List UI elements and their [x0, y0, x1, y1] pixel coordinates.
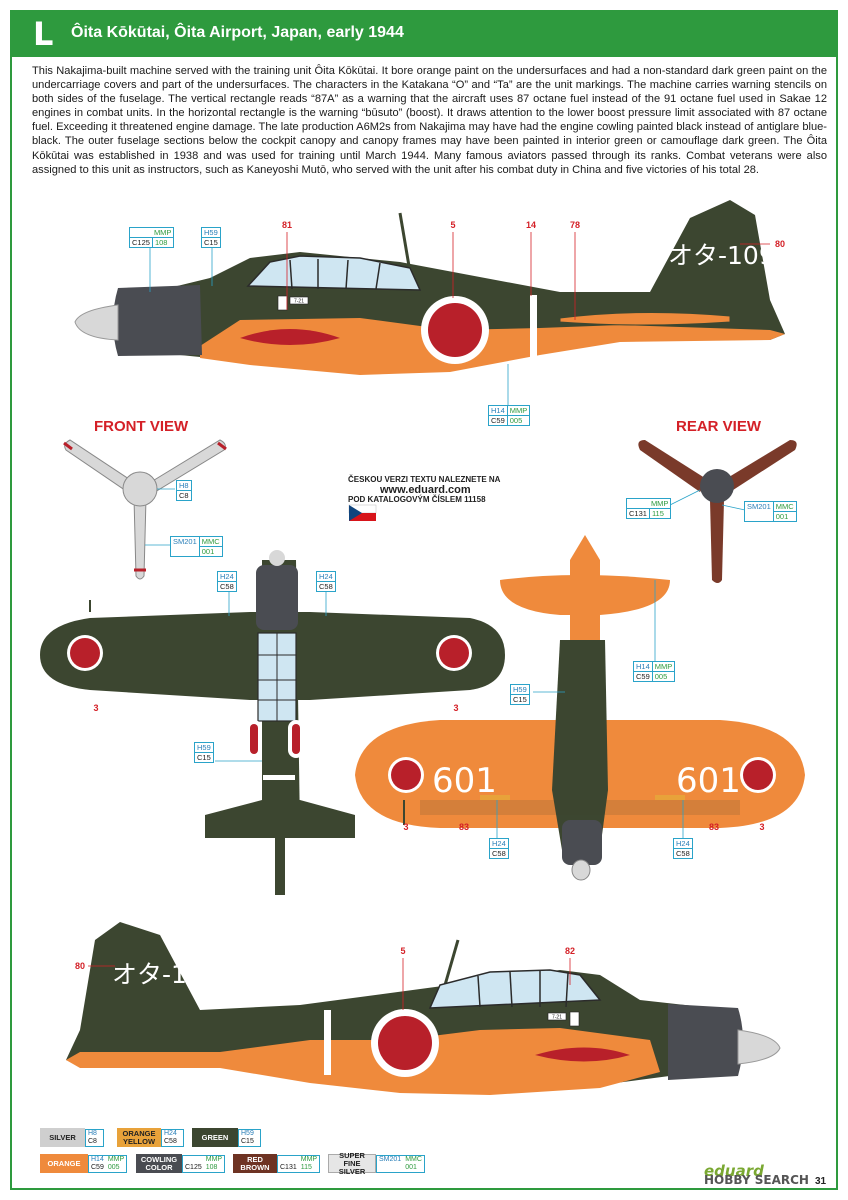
- callout-5-bottom: 5: [400, 946, 406, 956]
- czech-note-line1: ČESKOU VERZI TEXTU NALEZNETE NA: [348, 475, 501, 484]
- stencil-top: 7-21: [294, 299, 304, 305]
- callout-3-b: 3: [453, 703, 459, 713]
- tail-code-top: オタ-109: [668, 241, 775, 270]
- paint-code-orange-yellow-b: H24 C58: [316, 571, 336, 592]
- callout-80-bottom: 80: [74, 961, 85, 971]
- top-view-plan: [40, 550, 505, 895]
- rear-view-propeller: [638, 440, 797, 583]
- wing-code-right: 601: [676, 761, 741, 801]
- side-profile-left: 7-21 オタ-109: [74, 200, 785, 405]
- title-bar: L Ôita Kōkūtai, Ôita Airport, Japan, ear…: [11, 11, 837, 57]
- callout-14: 14: [525, 220, 536, 230]
- paint-code-silver: H8 C8: [176, 480, 192, 501]
- tail-code-bottom: オタ-109: [112, 960, 219, 989]
- czech-flag: [348, 504, 377, 521]
- front-view-propeller: [63, 439, 227, 580]
- paint-code-green-bottom: H59 C15: [510, 684, 530, 705]
- stencil-bottom: 7-21: [552, 1015, 562, 1021]
- paint-code-green-top: H59 C15: [201, 227, 221, 248]
- paint-code-green-plan: H59 C15: [194, 742, 214, 763]
- hobby-search-watermark: HOBBY SEARCH: [704, 1173, 809, 1187]
- paint-code-orange-yellow-a: H24 C58: [217, 571, 237, 592]
- eduard-logo: eduard: [704, 1162, 764, 1180]
- czech-note-url: www.eduard.com: [380, 484, 471, 496]
- scheme-title: Ôita Kōkūtai, Ôita Airport, Japan, early…: [71, 24, 404, 41]
- callout-81: 81: [281, 220, 292, 230]
- callout-5: 5: [450, 220, 456, 230]
- wing-code-left: 601: [432, 761, 497, 801]
- callout-3-a: 3: [93, 703, 99, 713]
- czech-note-line2: POD KATALOGOVÝM ČÍSLEM 11158: [348, 495, 486, 504]
- scheme-description: This Nakajima-built machine served with …: [32, 65, 827, 176]
- front-view-title: FRONT VIEW: [94, 418, 189, 435]
- paint-code-orange-yellow-d: H24 C58: [673, 838, 693, 859]
- callout-3-d: 3: [759, 822, 765, 832]
- rear-view-title: REAR VIEW: [676, 418, 762, 435]
- czech-note: ČESKOU VERZI TEXTU NALEZNETE NA www.edua…: [348, 475, 500, 505]
- callout-3-c: 3: [403, 822, 409, 832]
- bottom-view-plan: 601 601: [355, 535, 805, 881]
- paint-code-orange-yellow-c: H24 C58: [489, 838, 509, 859]
- callout-80-top: 80: [774, 239, 785, 249]
- side-profile-right: 7-21 オタ-109: [66, 922, 781, 1095]
- callout-82: 82: [564, 946, 575, 956]
- scheme-letter: L: [33, 15, 54, 53]
- page-number: 31: [815, 1176, 827, 1187]
- callout-83-a: 83: [458, 822, 469, 832]
- callout-78: 78: [569, 220, 580, 230]
- callout-83-b: 83: [708, 822, 719, 832]
